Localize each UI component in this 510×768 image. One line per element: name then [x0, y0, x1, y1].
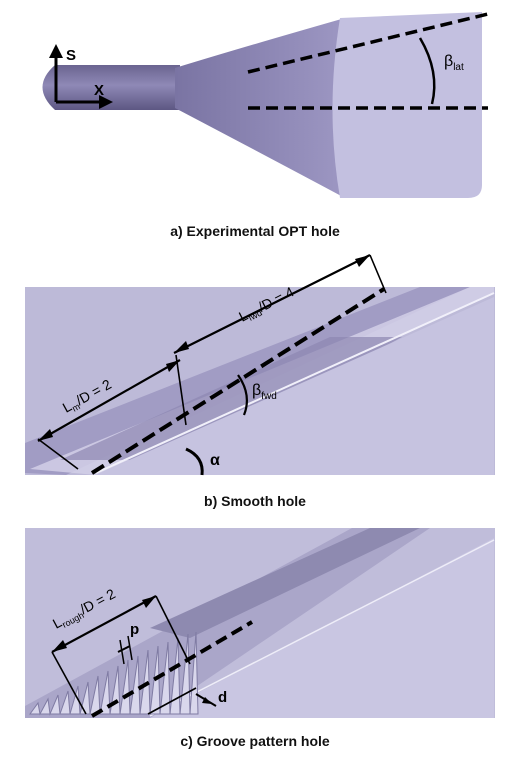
pitch-tick-a — [119, 639, 125, 665]
hole-tube-dark — [150, 528, 420, 638]
caption-c: c) Groove pattern hole — [180, 733, 330, 749]
beta-lat-label: βlat — [444, 53, 464, 73]
beta-lat-arc — [418, 37, 436, 105]
lfwd-arrow-start-icon — [174, 341, 189, 353]
hole-tube-shade — [60, 337, 402, 460]
tube-edge — [95, 292, 495, 474]
lrough-extension-start — [51, 651, 87, 715]
beta-fwd-arc — [237, 374, 249, 416]
caption-b: b) Smooth hole — [204, 493, 306, 509]
axis-x-label: X — [94, 82, 104, 99]
groove-pattern — [29, 631, 199, 716]
x-axis-arrow-icon — [99, 95, 113, 109]
lrough-arrow-end-icon — [142, 596, 156, 608]
lfwd-arrow-end-icon — [355, 255, 370, 267]
beta-fwd-label: βfwd — [252, 382, 277, 402]
depth-label: d — [218, 689, 227, 706]
panel-b: Lfwd/D = 4 Lm/D = 2 βfwd α — [0, 245, 510, 490]
panel-c-figure: Lrough/D = 2 p d — [25, 528, 495, 718]
axis-s-label: S — [66, 47, 76, 64]
pitch-tick-b — [127, 635, 133, 661]
lm-arrow-end-icon — [166, 360, 180, 372]
panel-a: S X βlat — [0, 0, 510, 200]
lrough-arrow-start-icon — [52, 640, 67, 652]
panel-c: Lrough/D = 2 p d — [0, 518, 510, 726]
s-axis-arrow-icon — [49, 44, 63, 58]
alpha-label: α — [210, 452, 220, 469]
lfwd-extension-end — [369, 254, 387, 294]
metering-section — [42, 65, 180, 110]
lm-arrow-start-icon — [38, 429, 53, 441]
plate-lower — [96, 297, 494, 475]
lm-extension-start — [37, 438, 79, 470]
hole-axis-dash — [90, 287, 386, 475]
alpha-arc — [185, 447, 204, 476]
lfwd-extension-start — [175, 354, 187, 426]
lrough-extension-end — [155, 595, 191, 665]
panel-b-figure: Lfwd/D = 4 Lm/D = 2 βfwd α — [25, 254, 495, 476]
hole-axis-dash — [90, 620, 254, 718]
pitch-dimension — [117, 645, 131, 653]
lrough-dimension — [51, 595, 157, 653]
tube-edge — [149, 539, 495, 717]
lfwd-dimension — [173, 254, 371, 354]
pitch-label: p — [130, 621, 139, 638]
lateral-dash-upper — [247, 12, 489, 74]
depth-arrow-icon — [202, 697, 212, 704]
panel-a-figure: S X βlat — [42, 12, 489, 198]
groove-bottom-line — [147, 687, 197, 715]
caption-a: a) Experimental OPT hole — [170, 223, 340, 239]
lm-dimension — [37, 359, 181, 442]
exit-face — [332, 12, 482, 198]
